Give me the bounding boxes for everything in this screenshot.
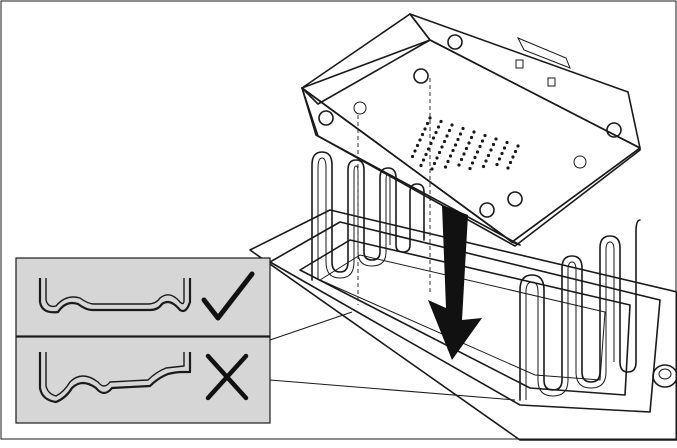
perforation-hole [468, 166, 472, 171]
perforation-hole [469, 135, 474, 140]
perforation-hole [447, 128, 452, 133]
perforation-hole [467, 141, 471, 145]
perforation-hole [451, 148, 455, 153]
perforation-hole [440, 145, 444, 149]
fryer-body [249, 209, 677, 441]
perforation-hole [453, 143, 458, 147]
perforation-hole [428, 116, 432, 120]
basket-profile-correct-icon [38, 278, 192, 314]
perforation-hole [430, 167, 434, 171]
basket-perforation-grid [410, 116, 520, 171]
cross-mark-icon [205, 353, 249, 401]
perforation-hole [481, 164, 486, 169]
heating-element-left [311, 151, 425, 281]
perforation-hole [475, 150, 480, 154]
perforation-hole [448, 154, 453, 158]
perforation-hole [413, 149, 417, 153]
perforation-hole [494, 137, 498, 141]
down-arrow-icon [428, 205, 482, 360]
control-knob-icon [652, 364, 677, 388]
perforation-hole [486, 153, 491, 158]
perforation-hole [445, 134, 449, 138]
perforation-hole [426, 147, 431, 151]
perforation-hole [502, 146, 507, 150]
basket-foot-icon [413, 68, 429, 84]
perforation-hole [456, 137, 460, 142]
rim-slot-icon [547, 77, 556, 87]
basket-foot-icon [353, 101, 367, 115]
perforation-hole [419, 163, 423, 168]
legend-correct-panel [15, 257, 271, 337]
perforation-hole [431, 136, 436, 140]
perforation-hole [478, 144, 482, 149]
basket-foot-icon [479, 202, 495, 218]
perforation-hole [459, 157, 464, 162]
perforation-hole [424, 152, 428, 157]
leader-line-correct [269, 311, 353, 341]
rim-slot-icon [515, 59, 524, 69]
orientation-legend [15, 257, 271, 424]
perforation-hole [516, 144, 520, 148]
perforation-hole [425, 121, 430, 126]
perforation-hole [462, 152, 466, 156]
basket-foot-icon [318, 110, 334, 126]
perforation-hole [506, 166, 510, 170]
perforation-hole [472, 130, 476, 134]
perforation-hole [437, 150, 442, 155]
perforation-hole [446, 159, 450, 164]
perforation-hole [513, 149, 518, 154]
fryer-basket [301, 13, 641, 247]
perforation-hole [421, 158, 426, 162]
perforation-hole [511, 155, 515, 159]
heating-element-right [519, 219, 641, 401]
perforation-hole [434, 130, 438, 135]
basket-foot-icon [573, 155, 587, 169]
perforation-hole [473, 155, 477, 160]
basket-foot-icon [447, 34, 463, 50]
perforation-hole [436, 125, 441, 129]
basket-foot-icon [507, 191, 523, 207]
perforation-hole [423, 127, 427, 131]
perforation-hole [415, 143, 420, 148]
check-mark-icon [201, 271, 255, 321]
perforation-hole [458, 132, 463, 136]
perforation-hole [443, 165, 448, 169]
perforation-hole [457, 163, 461, 167]
perforation-hole [464, 146, 469, 151]
perforation-hole [450, 123, 454, 127]
leader-line-incorrect [269, 379, 516, 401]
perforation-hole [470, 161, 475, 165]
perforation-hole [505, 140, 509, 145]
perforation-hole [420, 132, 425, 137]
basket-foot-icon [606, 122, 622, 138]
perforation-hole [483, 133, 487, 138]
perforation-hole [491, 142, 496, 147]
perforation-hole [439, 119, 443, 124]
perforation-hole [429, 141, 433, 146]
perforation-hole [418, 138, 422, 142]
perforation-hole [497, 157, 502, 161]
perforation-hole [484, 159, 488, 163]
perforation-hole [480, 139, 485, 143]
perforation-hole [435, 156, 439, 160]
perforation-hole [500, 151, 504, 156]
perforation-hole [489, 148, 493, 152]
basket-profile-incorrect-icon [38, 352, 192, 404]
perforation-hole [442, 139, 447, 144]
perforation-hole [508, 160, 513, 165]
perforation-hole [432, 161, 437, 166]
perforation-hole [461, 126, 465, 131]
perforation-hole [495, 162, 499, 167]
perforation-hole [410, 154, 415, 159]
